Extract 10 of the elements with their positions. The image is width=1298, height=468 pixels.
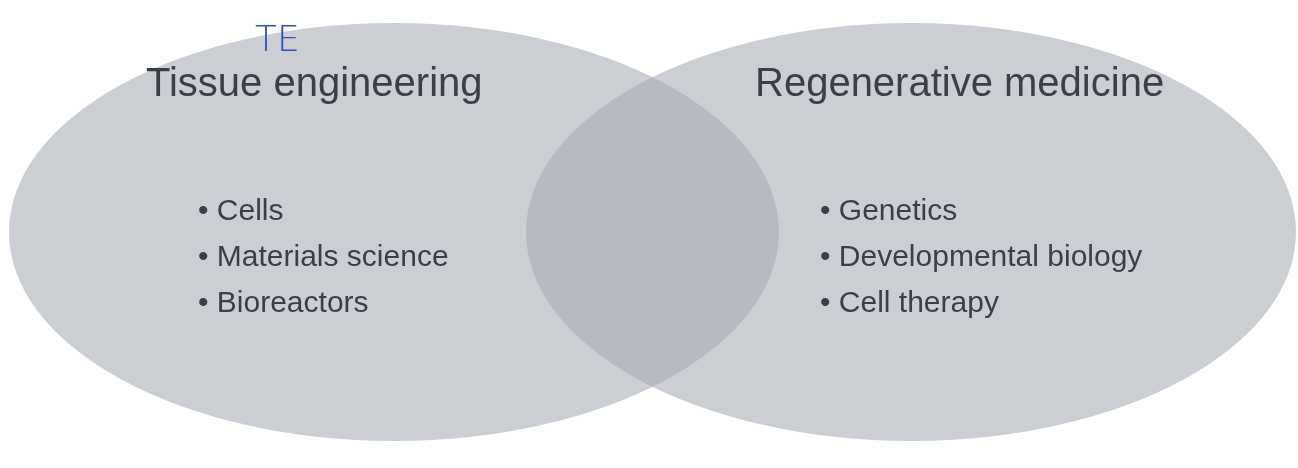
- bullet-item: • Cell therapy: [820, 284, 999, 320]
- section-heading: Tissue engineering: [146, 60, 483, 105]
- section-heading: Regenerative medicine: [755, 60, 1165, 105]
- bullet-item: • Cells: [198, 192, 284, 228]
- bullet-item: • Genetics: [820, 192, 958, 228]
- handwritten-note: TE: [255, 18, 300, 59]
- bullet-item: • Materials science: [198, 238, 449, 274]
- bullet-item: • Bioreactors: [198, 284, 369, 320]
- bullet-item: • Developmental biology: [820, 238, 1143, 274]
- venn-ellipse: [525, 22, 1297, 442]
